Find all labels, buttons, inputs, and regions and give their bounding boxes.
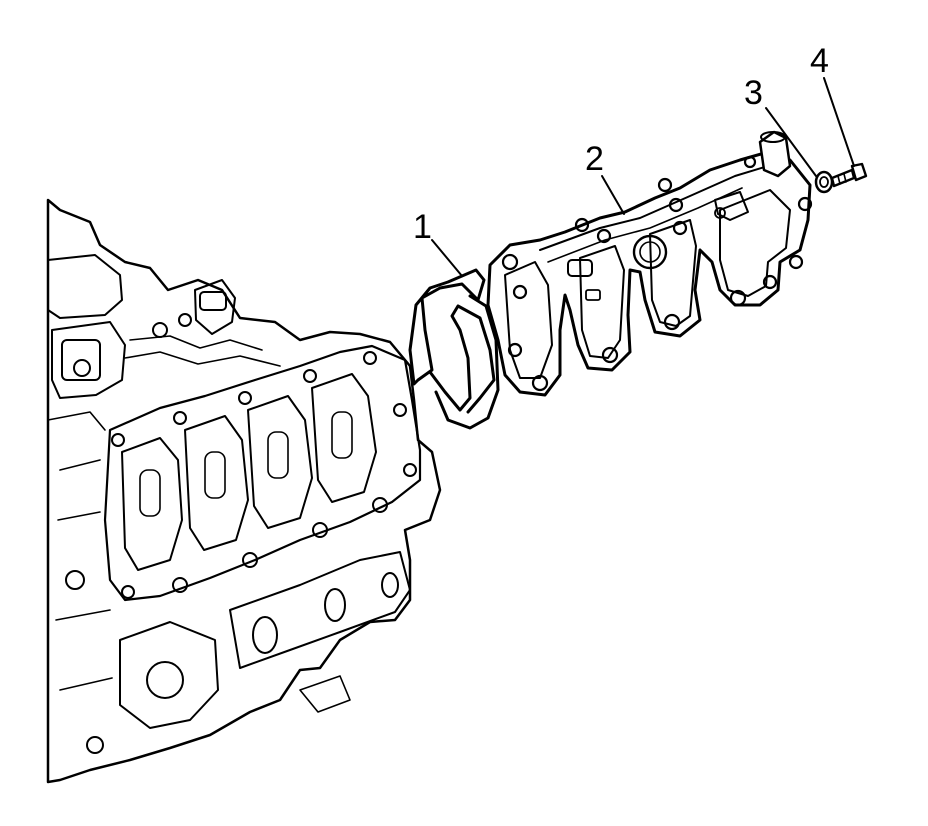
intake-manifold (486, 130, 813, 397)
callout-4: 4 (810, 42, 829, 80)
manifold-bolt (830, 162, 868, 188)
callout-3: 3 (744, 74, 763, 112)
callout-labels: 1 2 3 4 (413, 42, 829, 246)
bolt-grommet (814, 170, 834, 194)
callout-1: 1 (413, 208, 432, 246)
callout-2: 2 (585, 140, 604, 178)
manifold-bolt-bosses (501, 155, 813, 392)
engine-assembly (46, 198, 442, 784)
intake-manifold-gasket (408, 268, 500, 430)
head-bolt-holes (111, 351, 417, 599)
callout-leaders (431, 77, 855, 277)
